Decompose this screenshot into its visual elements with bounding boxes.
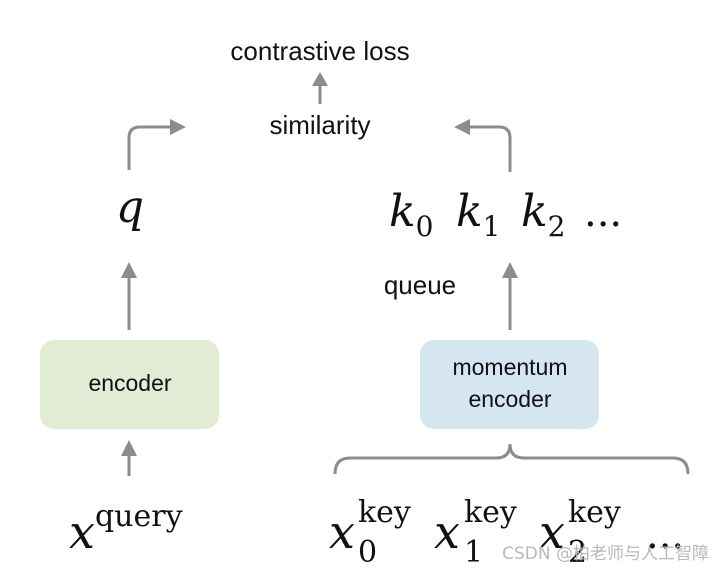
similarity-label: similarity [269, 110, 370, 140]
svg-text:0: 0 [358, 535, 377, 570]
svg-text:key: key [358, 495, 411, 530]
x-query-input: xquery [69, 499, 183, 559]
svg-text:x: x [539, 505, 565, 559]
arrow-momentum-encoder-to-keys [502, 262, 518, 330]
encoder-label: encoder [88, 370, 171, 396]
svg-text:x: x [329, 505, 355, 559]
x-key-2-input: x key 2 [539, 495, 621, 570]
x-key-1-input: x key 1 [434, 495, 517, 570]
momentum-encoder-label-line2: encoder [468, 386, 551, 412]
key-k0: k0 [389, 186, 434, 243]
key-k2: k2 [521, 186, 566, 243]
arrow-similarity-to-loss [312, 72, 328, 104]
momentum-encoder-box: momentum encoder [420, 340, 599, 429]
key-queue-vectors: k0 k1 k2 ... [389, 186, 622, 243]
query-vector-q: q [116, 182, 144, 233]
queue-label: queue [384, 270, 456, 300]
csdn-watermark: CSDN @柏老师与人工智障 [502, 544, 709, 564]
svg-text:2: 2 [568, 535, 587, 570]
svg-text:1: 1 [464, 535, 483, 570]
x-key-0-input: x key 0 [329, 495, 411, 570]
key-ellipsis: ... [584, 190, 622, 236]
encoder-box: encoder [40, 340, 219, 429]
contrastive-loss-label: contrastive loss [230, 36, 409, 66]
svg-text:key: key [464, 495, 517, 530]
key-inputs-brace [333, 443, 690, 475]
arrow-encoder-to-q [121, 262, 137, 330]
svg-text:key: key [568, 495, 621, 530]
momentum-encoder-label-line1: momentum [452, 354, 567, 380]
svg-text:x: x [434, 505, 460, 559]
arrow-q-to-similarity [127, 119, 186, 170]
x-key-ellipsis: ... [646, 512, 684, 558]
key-k1: k1 [456, 186, 501, 243]
arrow-xquery-to-encoder [121, 440, 137, 476]
arrow-keys-to-similarity [454, 119, 512, 172]
